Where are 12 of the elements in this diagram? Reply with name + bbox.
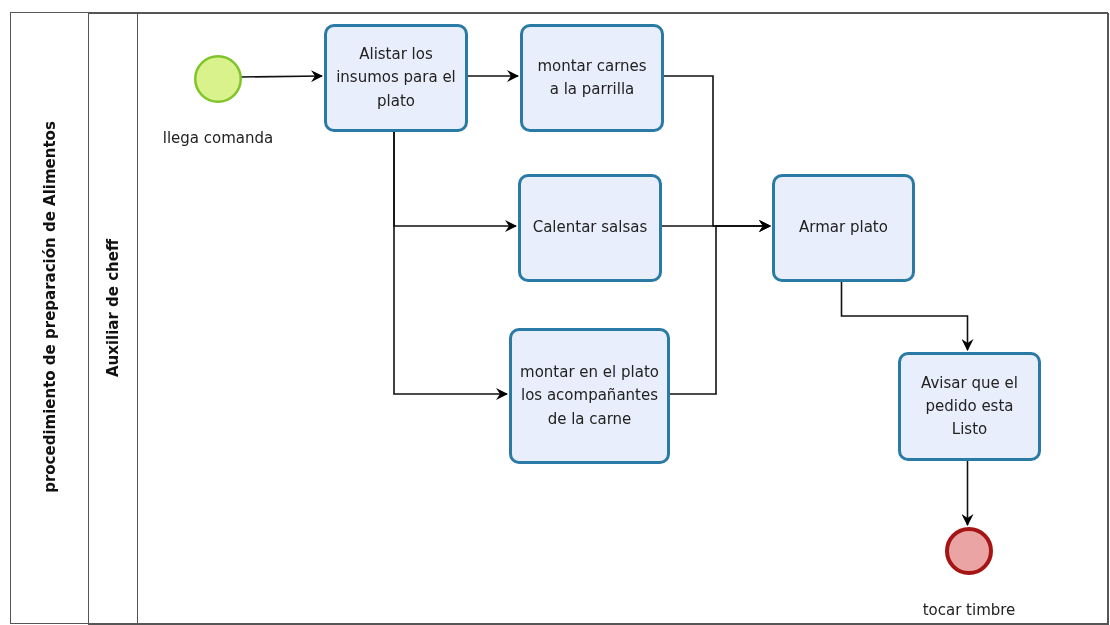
task-box: Armar plato [772,174,915,282]
end-event-circle [945,527,993,575]
task-box: Avisar que el pedido esta Listo [898,352,1041,461]
pool-label: procedimiento de preparación de Alimentos [40,121,59,493]
event-label: llega comanda [162,129,274,147]
event-label: tocar timbre [922,601,1016,619]
start-event-circle [194,55,242,103]
task-box: Calentar salsas [518,174,662,282]
lane-label: Auxiliar de cheff [104,238,122,378]
task-box: Alistar los insumos para el plato [324,24,468,132]
task-box: montar carnes a la parrilla [520,24,664,132]
task-box: montar en el plato los acompañantes de la carne [509,328,670,464]
